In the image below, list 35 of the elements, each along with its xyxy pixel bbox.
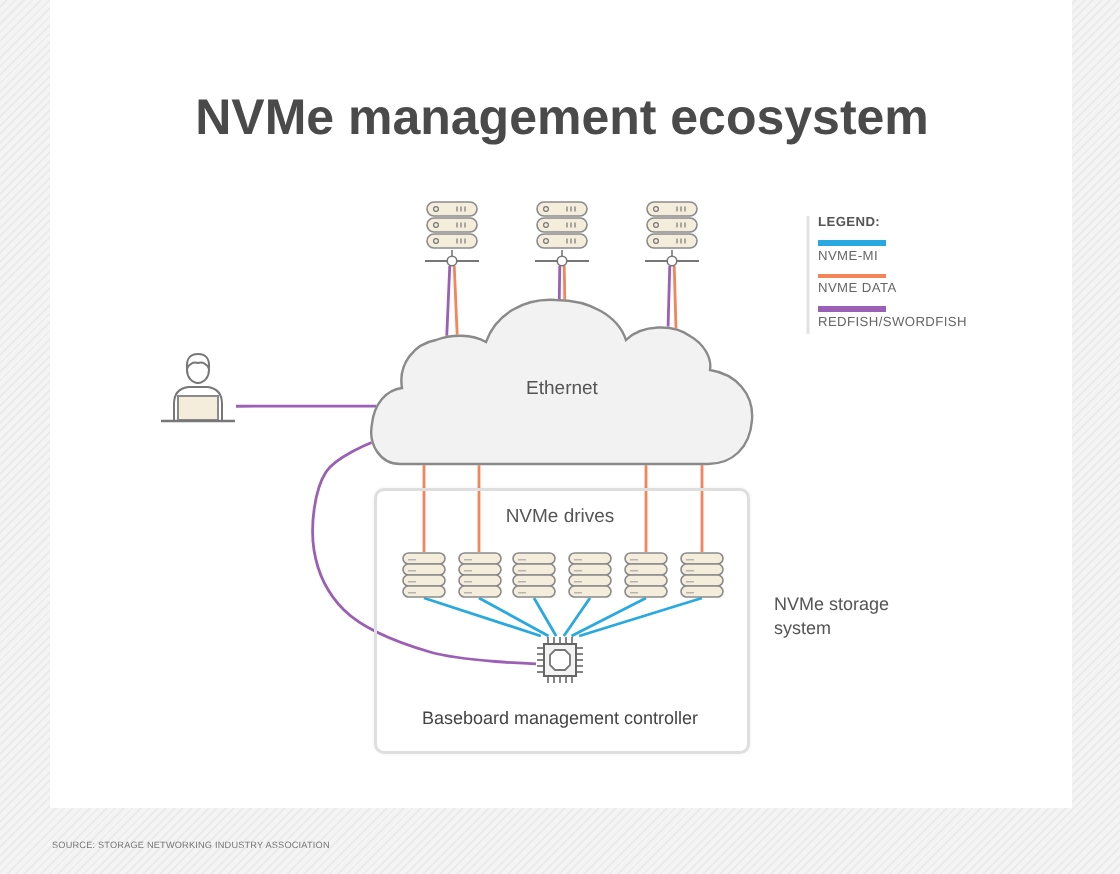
server-icon — [534, 200, 590, 266]
connector-line — [644, 465, 648, 552]
connector-line — [532, 597, 558, 637]
node-caption: Baseboard management controller — [421, 706, 699, 730]
connector-line — [672, 265, 678, 329]
group-label: NVMe drives — [505, 506, 615, 530]
disk-stack-icon — [457, 552, 501, 598]
disk-stack-icon — [402, 552, 446, 598]
connector-line — [557, 265, 562, 300]
connector-line — [570, 596, 647, 638]
connector-line — [478, 596, 550, 638]
server-icon — [424, 200, 480, 266]
connector-line — [666, 265, 672, 327]
connector-line — [311, 441, 537, 666]
person-laptop-icon — [160, 350, 236, 426]
connector-line — [562, 265, 567, 300]
server-icon — [644, 200, 700, 266]
cloud-shape — [368, 294, 756, 470]
connector-line — [700, 465, 704, 552]
connector-line — [236, 404, 377, 408]
node-label: Ethernet — [526, 378, 598, 402]
connector-line — [452, 265, 459, 335]
connector-line — [562, 597, 592, 637]
disk-stack-icon — [680, 552, 724, 598]
connector-line — [477, 465, 481, 552]
disk-stack-icon — [512, 552, 556, 598]
connector-line — [423, 596, 542, 638]
connector-line — [578, 596, 703, 638]
diagram-title: NVMe management ecosystem — [195, 88, 929, 150]
group-heading: NVMe storage system — [774, 592, 892, 640]
chip-icon — [536, 636, 584, 684]
connector-line — [445, 265, 452, 336]
connector-line — [422, 465, 426, 552]
disk-stack-icon — [624, 552, 668, 598]
disk-stack-icon — [568, 552, 612, 598]
